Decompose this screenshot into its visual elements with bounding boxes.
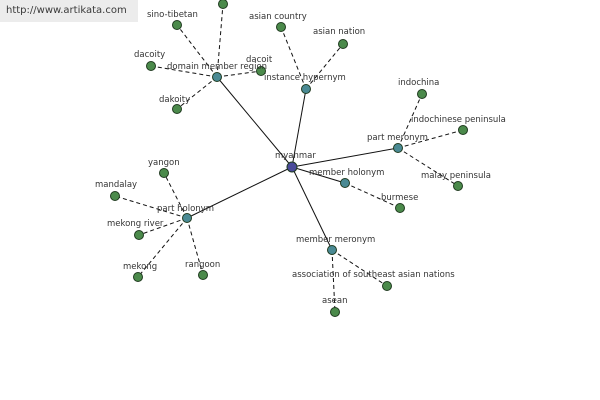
- label-leaf-association-of-southeast-asian-nations: association of southeast asian nations: [292, 270, 455, 280]
- node-leaf-asean[interactable]: [330, 307, 340, 317]
- node-leaf-top-unlabeled[interactable]: [218, 0, 228, 9]
- node-leaf-dakoity[interactable]: [172, 104, 182, 114]
- edge-part-holonym-yangon: [163, 172, 188, 219]
- label-leaf-mekong-river: mekong river: [107, 219, 164, 229]
- label-root-myanmar: myanmar: [275, 151, 316, 161]
- node-leaf-rangoon[interactable]: [198, 270, 208, 280]
- node-leaf-mandalay[interactable]: [110, 191, 120, 201]
- label-leaf-indochina: indochina: [398, 78, 439, 88]
- label-relation-part-holonym: part holonym: [157, 204, 214, 214]
- label-relation-instance-hypernym: instance hypernym: [264, 73, 346, 83]
- label-leaf-rangoon: rangoon: [185, 260, 220, 270]
- label-leaf-dacoit: dacoit: [246, 55, 273, 65]
- edge-member-meronym-asean: [331, 249, 336, 313]
- edge-domain-member-region-dakoity: [176, 76, 218, 110]
- node-leaf-burmese[interactable]: [395, 203, 405, 213]
- edge-part-holonym-rangoon: [186, 217, 204, 276]
- edge-part-meronym-indochina: [397, 93, 423, 149]
- edge-member-holonym-burmese: [344, 182, 401, 209]
- edges-layer: [114, 3, 464, 313]
- node-leaf-sino-tibetan[interactable]: [172, 20, 182, 30]
- label-relation-member-meronym: member meronym: [296, 235, 375, 245]
- label-leaf-burmese: burmese: [381, 193, 418, 203]
- edge-part-meronym-malay-peninsula: [397, 147, 459, 187]
- edge-part-holonym-mekong-river: [138, 217, 188, 236]
- edge-domain-member-region-dacoit: [216, 70, 262, 78]
- node-leaf-dacoity[interactable]: [146, 61, 156, 71]
- node-leaf-mekong-river[interactable]: [134, 230, 144, 240]
- edge-part-holonym-mandalay: [114, 195, 188, 219]
- edge-part-meronym-indochinese-peninsula: [397, 129, 464, 149]
- watermark-url: http://www.artikata.com: [0, 0, 138, 22]
- node-relation-member-holonym[interactable]: [340, 178, 350, 188]
- label-leaf-yangon: yangon: [148, 158, 180, 168]
- labels-layer: myanmar domain member region sino-tibetan d…: [95, 10, 506, 306]
- node-leaf-asian-country[interactable]: [276, 22, 286, 32]
- node-leaf-asian-nation[interactable]: [338, 39, 348, 49]
- label-leaf-dacoity: dacoity: [134, 50, 165, 60]
- edge-root-instance-hypernym: [291, 88, 307, 168]
- label-relation-part-meronym: part meronym: [367, 133, 428, 143]
- node-leaf-dacoit[interactable]: [256, 66, 266, 76]
- label-relation-domain-member-region: domain member region: [167, 62, 267, 72]
- edge-root-part-holonym: [186, 166, 293, 219]
- label-leaf-indochinese-peninsula: indochinese peninsula: [411, 115, 506, 125]
- label-leaf-asean: asean: [322, 296, 347, 306]
- edge-member-meronym-association-of-southeast-asian-nations: [331, 249, 388, 287]
- node-leaf-indochina[interactable]: [417, 89, 427, 99]
- node-leaf-mekong[interactable]: [133, 272, 143, 282]
- label-leaf-asian-country: asian country: [249, 12, 307, 22]
- edge-instance-hypernym-asian-nation: [305, 43, 344, 90]
- node-leaf-indochinese-peninsula[interactable]: [458, 125, 468, 135]
- edge-root-member-meronym: [291, 166, 333, 251]
- edge-root-part-meronym: [291, 147, 399, 168]
- node-relation-part-holonym[interactable]: [182, 213, 192, 223]
- label-leaf-sino-tibetan: sino-tibetan: [147, 10, 198, 20]
- edge-domain-member-region-top-unlabeled: [216, 3, 224, 78]
- label-relation-member-holonym: member holonym: [309, 168, 384, 178]
- node-relation-part-meronym[interactable]: [393, 143, 403, 153]
- node-leaf-yangon[interactable]: [159, 168, 169, 178]
- edge-part-holonym-mekong: [137, 217, 188, 278]
- nodes-layer: [110, 0, 468, 317]
- node-leaf-association-of-southeast-asian-nations[interactable]: [382, 281, 392, 291]
- node-leaf-malay-peninsula[interactable]: [453, 181, 463, 191]
- label-leaf-malay-peninsula: malay peninsula: [421, 171, 491, 181]
- edge-root-member-holonym: [291, 166, 346, 184]
- label-leaf-mandalay: mandalay: [95, 180, 137, 190]
- node-root-myanmar[interactable]: [286, 161, 298, 173]
- edge-root-domain-member-region: [216, 76, 293, 168]
- node-relation-instance-hypernym[interactable]: [301, 84, 311, 94]
- edge-domain-member-region-sino-tibetan: [176, 24, 218, 78]
- node-relation-member-meronym[interactable]: [327, 245, 337, 255]
- label-leaf-mekong: mekong: [123, 262, 157, 272]
- label-leaf-asian-nation: asian nation: [313, 27, 365, 37]
- label-leaf-dakoity: dakoity: [159, 95, 190, 105]
- node-relation-domain-member-region[interactable]: [212, 72, 222, 82]
